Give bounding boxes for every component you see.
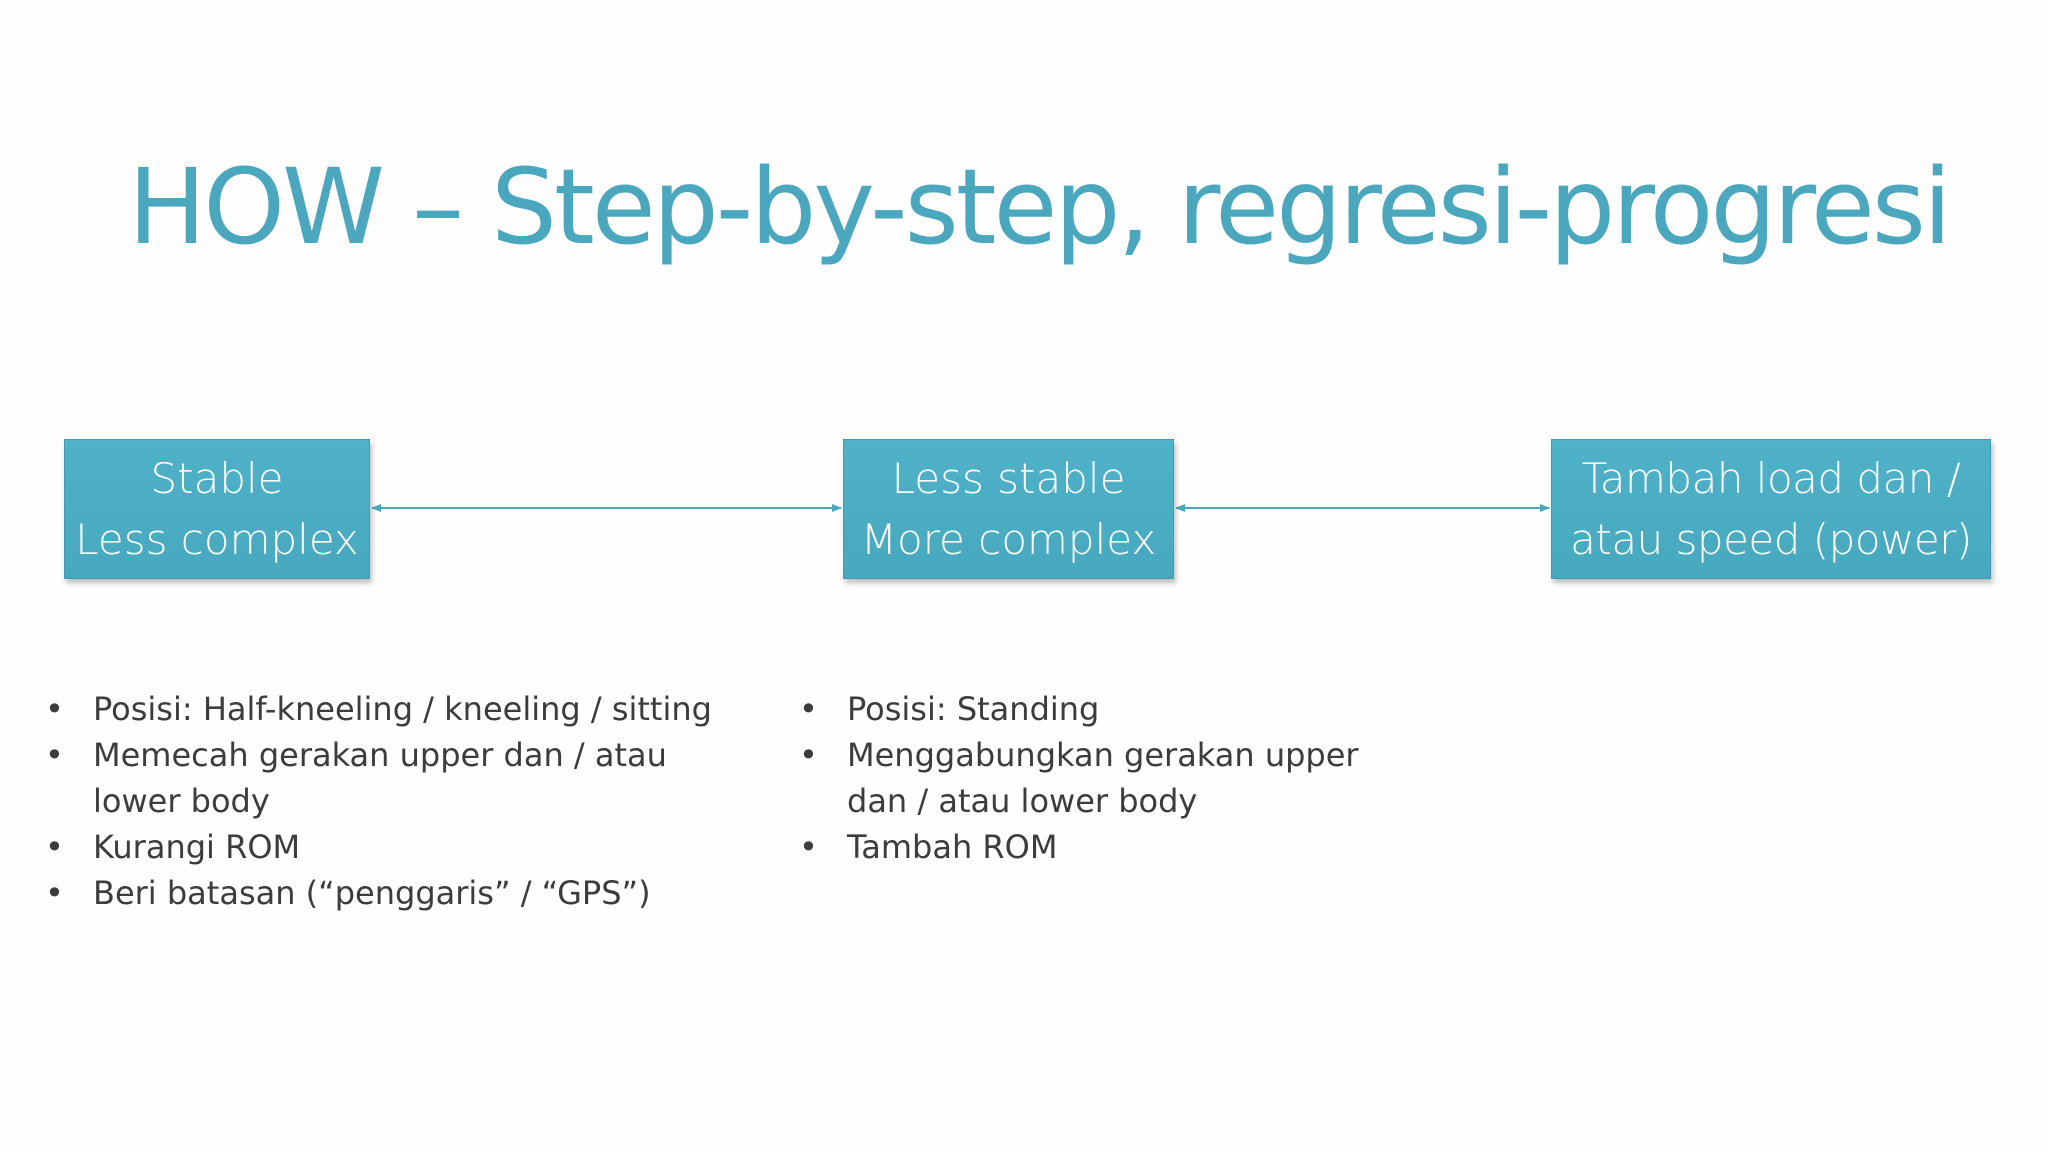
step-box-less-stable: Less stable More complex [843, 439, 1174, 579]
step-box-load-speed: Tambah load dan / atau speed (power) [1551, 439, 1991, 579]
step-box-stable: Stable Less complex [64, 439, 370, 579]
step-box-line: Less stable [891, 454, 1126, 503]
list-item-text: Posisi: Standing [847, 690, 1100, 728]
progression-bullet-list: • Posisi: Standing • Menggabungkan gerak… [799, 686, 1359, 870]
list-item: • Kurangi ROM [45, 824, 725, 870]
list-item-text: Beri batasan (“penggaris” / “GPS”) [93, 874, 651, 912]
step-box-line: More complex [860, 515, 1157, 564]
list-item-text: Posisi: Half-kneeling / kneeling / sitti… [93, 690, 712, 728]
list-item: • Beri batasan (“penggaris” / “GPS”) [45, 870, 725, 916]
list-item-text: Kurangi ROM [93, 828, 301, 866]
list-item-text: Tambah ROM [847, 828, 1058, 866]
list-item: • Memecah gerakan upper dan / atau lower… [45, 732, 725, 824]
list-item: • Menggabungkan gerakan upper dan / atau… [799, 732, 1359, 824]
list-item: • Tambah ROM [799, 824, 1359, 870]
bullet-icon: • [799, 828, 818, 866]
bullet-icon: • [45, 736, 64, 774]
bullet-icon: • [45, 690, 64, 728]
bullet-icon: • [45, 874, 64, 912]
step-box-line: atau speed (power) [1570, 515, 1972, 564]
list-item-text: Menggabungkan gerakan upper dan / atau l… [847, 736, 1359, 820]
bullet-icon: • [799, 690, 818, 728]
bullet-icon: • [799, 736, 818, 774]
step-box-line: Less complex [75, 515, 359, 564]
step-box-line: Tambah load dan / [1581, 454, 1961, 503]
slide-title: HOW – Step-by-step, regresi-progresi [128, 146, 1952, 268]
list-item-text: Memecah gerakan upper dan / atau lower b… [93, 736, 667, 820]
list-item: • Posisi: Standing [799, 686, 1359, 732]
step-box-line: Stable [150, 454, 284, 503]
list-item: • Posisi: Half-kneeling / kneeling / sit… [45, 686, 725, 732]
regression-bullet-list: • Posisi: Half-kneeling / kneeling / sit… [45, 686, 725, 916]
bullet-icon: • [45, 828, 64, 866]
